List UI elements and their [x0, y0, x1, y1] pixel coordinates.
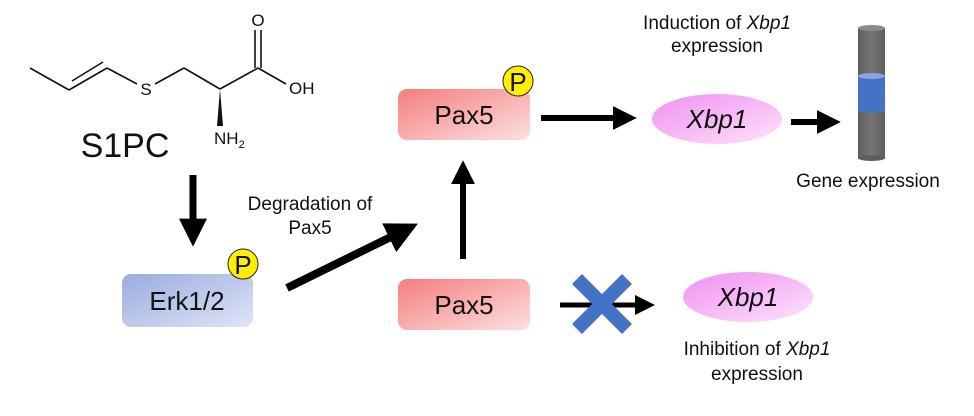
erk-box — [122, 274, 253, 327]
sulfur-atom: S — [140, 80, 151, 99]
pax5-phospho-node: Pax5 P — [398, 65, 534, 140]
xbp1-inhibited-ellipse — [683, 272, 813, 322]
s1pc-structure: S O OH NH2 S1PC — [29, 11, 315, 165]
cylinder-band — [858, 76, 885, 110]
pax5-label: Pax5 — [434, 290, 493, 320]
block-x-icon — [572, 274, 632, 334]
degradation-label: Degradation of Pax5 — [248, 194, 373, 239]
erk-node: Erk1/2 P — [122, 248, 259, 327]
amine-group: NH2 — [214, 129, 245, 151]
pax5-node: Pax5 — [398, 279, 530, 330]
xbp1-induced-node: Induction of Xbp1 expression Xbp1 — [643, 13, 791, 144]
xbp1-inhibited-node: Xbp1 Inhibition of Xbp1 expression — [683, 272, 830, 385]
stereo-wedge-bond — [217, 89, 223, 126]
svg-text:P: P — [234, 250, 251, 280]
molecule-bonds — [29, 30, 287, 91]
xbp1-induced-label: Xbp1 — [686, 104, 748, 134]
cylinder-top — [858, 25, 885, 31]
induction-label-line2: expression — [671, 36, 763, 57]
erk-label: Erk1/2 — [149, 286, 224, 316]
xbp1-induced-ellipse — [652, 94, 782, 144]
svg-text:Pax5: Pax5 — [288, 218, 331, 239]
hydroxyl-group: OH — [289, 79, 315, 98]
pax5-box — [398, 279, 530, 330]
svg-text:P: P — [509, 67, 526, 97]
phospho-badge-erk — [227, 248, 259, 280]
xbp1-inhibited-label: Xbp1 — [717, 282, 779, 312]
gene-expression-label: Gene expression — [796, 171, 940, 192]
phospho-badge-pax5 — [502, 65, 534, 97]
band-top — [858, 73, 885, 79]
gene-expression-cylinder — [858, 25, 885, 161]
svg-text:Degradation of: Degradation of — [248, 194, 373, 215]
inhibition-label-line1: Inhibition of Xbp1 — [684, 339, 831, 360]
oxygen-atom: O — [251, 11, 264, 30]
pax5-phospho-label: Pax5 — [434, 100, 493, 130]
cylinder-bottom — [858, 155, 885, 161]
molecule-name: S1PC — [81, 127, 170, 165]
inhibition-label-line2: expression — [711, 364, 803, 385]
arrow-erk-to-pax5 — [285, 223, 418, 292]
induction-label-line1: Induction of Xbp1 — [643, 13, 791, 34]
pax5-phospho-box — [398, 89, 530, 140]
band-bottom — [858, 107, 885, 113]
